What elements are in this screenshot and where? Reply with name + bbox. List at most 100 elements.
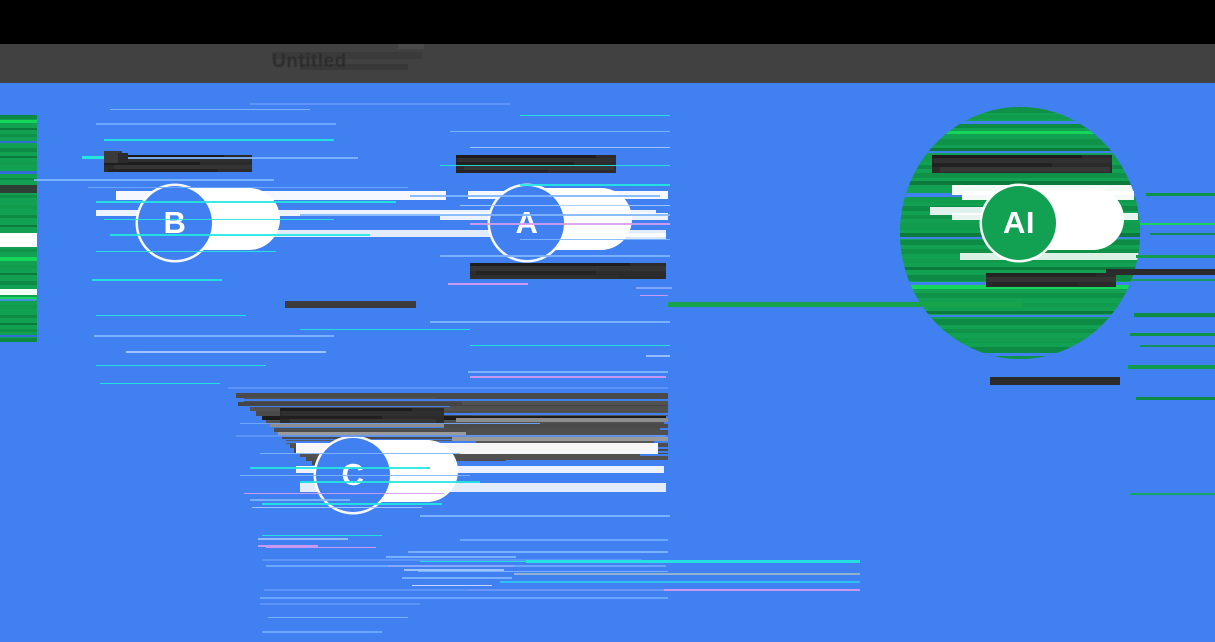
scanline-artifact [0,185,37,193]
scanline-artifact [900,311,1140,314]
scanline-artifact [104,219,334,220]
scanline-artifact [0,156,37,158]
scanline-artifact [1130,493,1215,495]
scanline-artifact [410,195,660,197]
scanline-artifact [88,187,408,188]
node-b-badge-text: B [163,205,187,240]
scanline-artifact [260,453,460,454]
scanline-artifact [1128,365,1215,369]
scanline-artifact [418,571,668,572]
scanline-artifact [450,131,670,132]
diagram-canvas[interactable]: B A [0,83,1215,642]
scanline-artifact [118,153,128,163]
scanline-artifact [960,253,1140,260]
connector-a-ai[interactable] [668,302,1022,307]
scanline-artifact [0,195,37,198]
node-a-label [456,155,616,173]
scanline-artifact [646,355,670,357]
scanline-artifact [1150,233,1215,235]
scanline-artifact [258,545,318,547]
node-ai-badge[interactable]: AI [982,186,1056,260]
node-b-smear-2 [96,210,656,216]
scanline-artifact [0,205,37,209]
header-title-glitch-bar-3 [398,44,424,49]
scanline-artifact [0,265,37,268]
scanline-artifact [110,109,310,110]
scanline-artifact [460,539,668,541]
node-c-label [280,408,444,424]
page-title: Untitled [272,51,347,72]
scanline-artifact [264,589,664,591]
scanline-artifact [0,329,37,332]
scanline-artifact [448,456,668,460]
scanline-artifact [0,299,36,301]
scanline-artifact [92,279,222,281]
scanline-artifact [0,178,37,180]
scanline-artifact [470,147,670,148]
scanline-artifact [0,297,37,300]
scanline-artifact [34,179,274,181]
scanline-artifact [900,347,1140,353]
scanline-artifact [468,589,860,591]
app-header [0,44,1215,83]
scanline-artifact [0,323,37,325]
scanline-artifact [1132,279,1215,281]
scanline-artifact [262,535,382,536]
scanline-artifact [236,435,666,437]
left-panel[interactable] [0,115,37,342]
node-ai-label [932,155,1112,173]
window-titlebar [0,0,1215,44]
scanline-artifact [0,305,37,309]
scanline-artifact [250,103,510,105]
scanline-artifact [94,335,334,337]
scanline-artifact [1106,269,1215,275]
scanline-artifact [402,577,512,579]
node-c-smear-3 [300,483,666,492]
scanline-artifact [388,565,514,567]
node-b-badge[interactable]: B [138,186,212,260]
scanline-artifact [900,139,1140,145]
scanline-artifact [1146,193,1215,196]
scanline-artifact [0,134,37,137]
scanline-artifact [440,165,670,166]
scanline-artifact [244,493,444,494]
scanline-artifact [0,148,37,152]
connector-b-a[interactable] [285,301,416,308]
scanline-artifact [468,371,668,373]
scanline-artifact [0,257,37,261]
scanline-artifact [260,603,420,605]
scanline-artifact [1130,333,1215,336]
scanline-artifact [462,400,668,405]
scanline-artifact [0,273,37,275]
node-b-smear-1 [116,191,446,200]
scanline-artifact [236,399,668,401]
scanline-artifact [404,569,504,571]
scanline-artifact [0,233,37,247]
scanline-artifact [1140,223,1215,225]
scanline-artifact [386,413,668,415]
scanline-artifact [900,259,1140,263]
scanline-artifact [0,315,37,318]
scanline-artifact [240,475,470,476]
scanline-artifact [452,437,668,441]
scanline-artifact [900,329,1140,333]
scanline-artifact [412,585,492,586]
scanline-artifact [900,267,1140,270]
scanline-artifact [0,171,37,174]
scanline-artifact [470,223,670,225]
scanline-artifact [262,503,442,505]
node-b-smear-3 [210,230,666,237]
scanline-artifact [0,115,37,119]
scanline-artifact [96,365,266,366]
scanline-artifact [900,115,1140,119]
scanline-artifact [0,335,37,337]
scanline-artifact [100,383,220,384]
scanline-artifact [1140,345,1215,347]
scanline-artifact [900,148,1140,152]
scanline-artifact [266,547,376,548]
scanline-artifact [300,481,480,483]
scanline-artifact [262,631,382,633]
scanline-artifact [300,329,470,330]
scanline-artifact [262,559,642,561]
scanline-artifact [900,173,1140,178]
